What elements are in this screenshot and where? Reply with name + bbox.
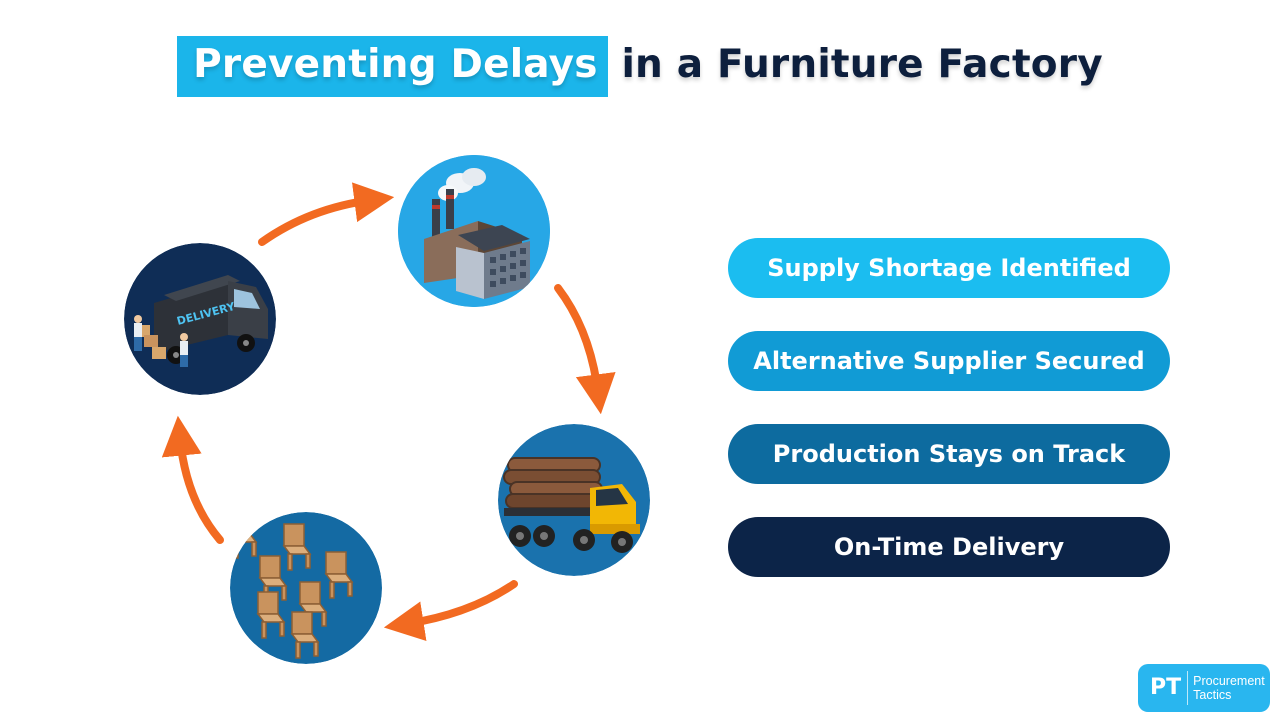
arrow-chairs-to-van xyxy=(161,415,224,544)
logo-mark: PT xyxy=(1138,671,1189,705)
procurement-tactics-logo: PT Procurement Tactics xyxy=(1138,664,1270,712)
factory-circle xyxy=(398,155,550,307)
step-3-pill: Production Stays on Track xyxy=(728,424,1170,484)
chairs-boxes-icon xyxy=(230,512,382,664)
chairs-circle xyxy=(230,512,382,664)
logo-line-1: Procurement xyxy=(1193,674,1265,688)
delivery-circle: DELIVERY xyxy=(124,243,276,395)
page-title: Preventing Delays in a Furniture Factory xyxy=(0,36,1280,97)
step-4-pill: On-Time Delivery xyxy=(728,517,1170,577)
log-truck-circle xyxy=(498,424,650,576)
arrow-van-to-factory xyxy=(258,182,395,246)
logo-line-2: Tactics xyxy=(1193,688,1232,702)
step-1-pill: Supply Shortage Identified xyxy=(728,238,1170,298)
arrow-truck-to-chairs xyxy=(383,580,518,642)
factory-icon xyxy=(398,155,550,307)
arrow-factory-to-truck xyxy=(554,284,616,415)
title-rest: in a Furniture Factory xyxy=(607,42,1103,87)
step-2-pill: Alternative Supplier Secured xyxy=(728,331,1170,391)
delivery-van-icon: DELIVERY xyxy=(124,243,276,395)
title-highlight: Preventing Delays xyxy=(177,36,608,97)
logo-wordmark: Procurement Tactics xyxy=(1188,674,1265,702)
log-truck-icon xyxy=(498,424,650,576)
